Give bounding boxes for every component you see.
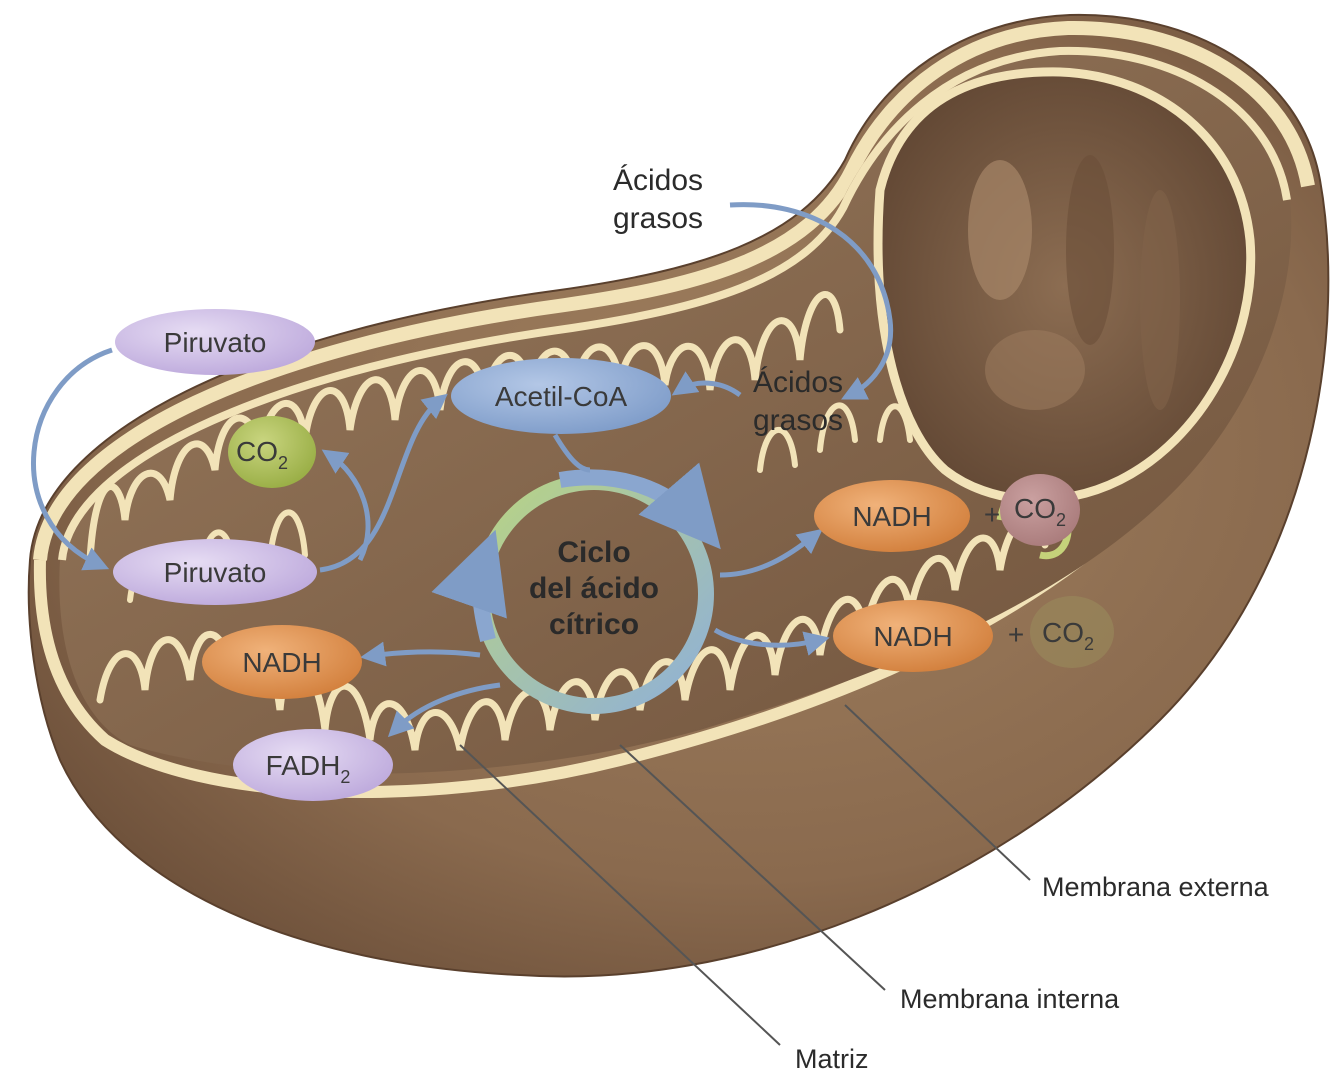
- inner-membrane-label: Membrana interna: [900, 984, 1120, 1014]
- fadh2-text: FADH: [266, 750, 341, 781]
- plus-upper: +: [984, 499, 1000, 530]
- nadh-lower-right-label: NADH: [873, 621, 952, 652]
- cavity-fold-4: [985, 330, 1085, 410]
- cavity-fold-2: [1066, 155, 1114, 345]
- fatty-acids-inner-line1: Ácidos: [753, 366, 843, 399]
- co2-left-text: CO: [236, 436, 278, 467]
- co2-upper-right-text: CO: [1014, 493, 1056, 524]
- co2-left-subscript: 2: [278, 453, 288, 473]
- co2-lower-right-subscript: 2: [1084, 634, 1094, 654]
- pyruvate-outside-label: Piruvato: [164, 327, 267, 358]
- cycle-label-line1: Ciclo: [557, 536, 630, 569]
- fatty-acids-inner-line2: grasos: [753, 404, 843, 437]
- plus-lower: +: [1008, 619, 1024, 650]
- cycle-label-line2: del ácido: [529, 572, 659, 605]
- co2-lower-right-text: CO: [1042, 617, 1084, 648]
- outer-membrane-label: Membrana externa: [1042, 872, 1270, 902]
- matrix-label: Matriz: [795, 1044, 869, 1074]
- fadh2-subscript: 2: [340, 767, 350, 787]
- co2-upper-right-subscript: 2: [1056, 510, 1066, 530]
- fatty-acids-outer-line2: grasos: [613, 202, 703, 235]
- cycle-arrow-left: [480, 560, 488, 640]
- nadh-upper-right-label: NADH: [852, 501, 931, 532]
- fatty-acids-outer-line1: Ácidos: [613, 164, 703, 197]
- acetyl-coa-label: Acetil-CoA: [495, 381, 628, 412]
- cavity-fold-1: [968, 160, 1032, 300]
- cavity-fold-3: [1140, 190, 1180, 410]
- nadh-left-label: NADH: [242, 647, 321, 678]
- pyruvate-inside-label: Piruvato: [164, 557, 267, 588]
- cycle-label-line3: cítrico: [549, 608, 639, 641]
